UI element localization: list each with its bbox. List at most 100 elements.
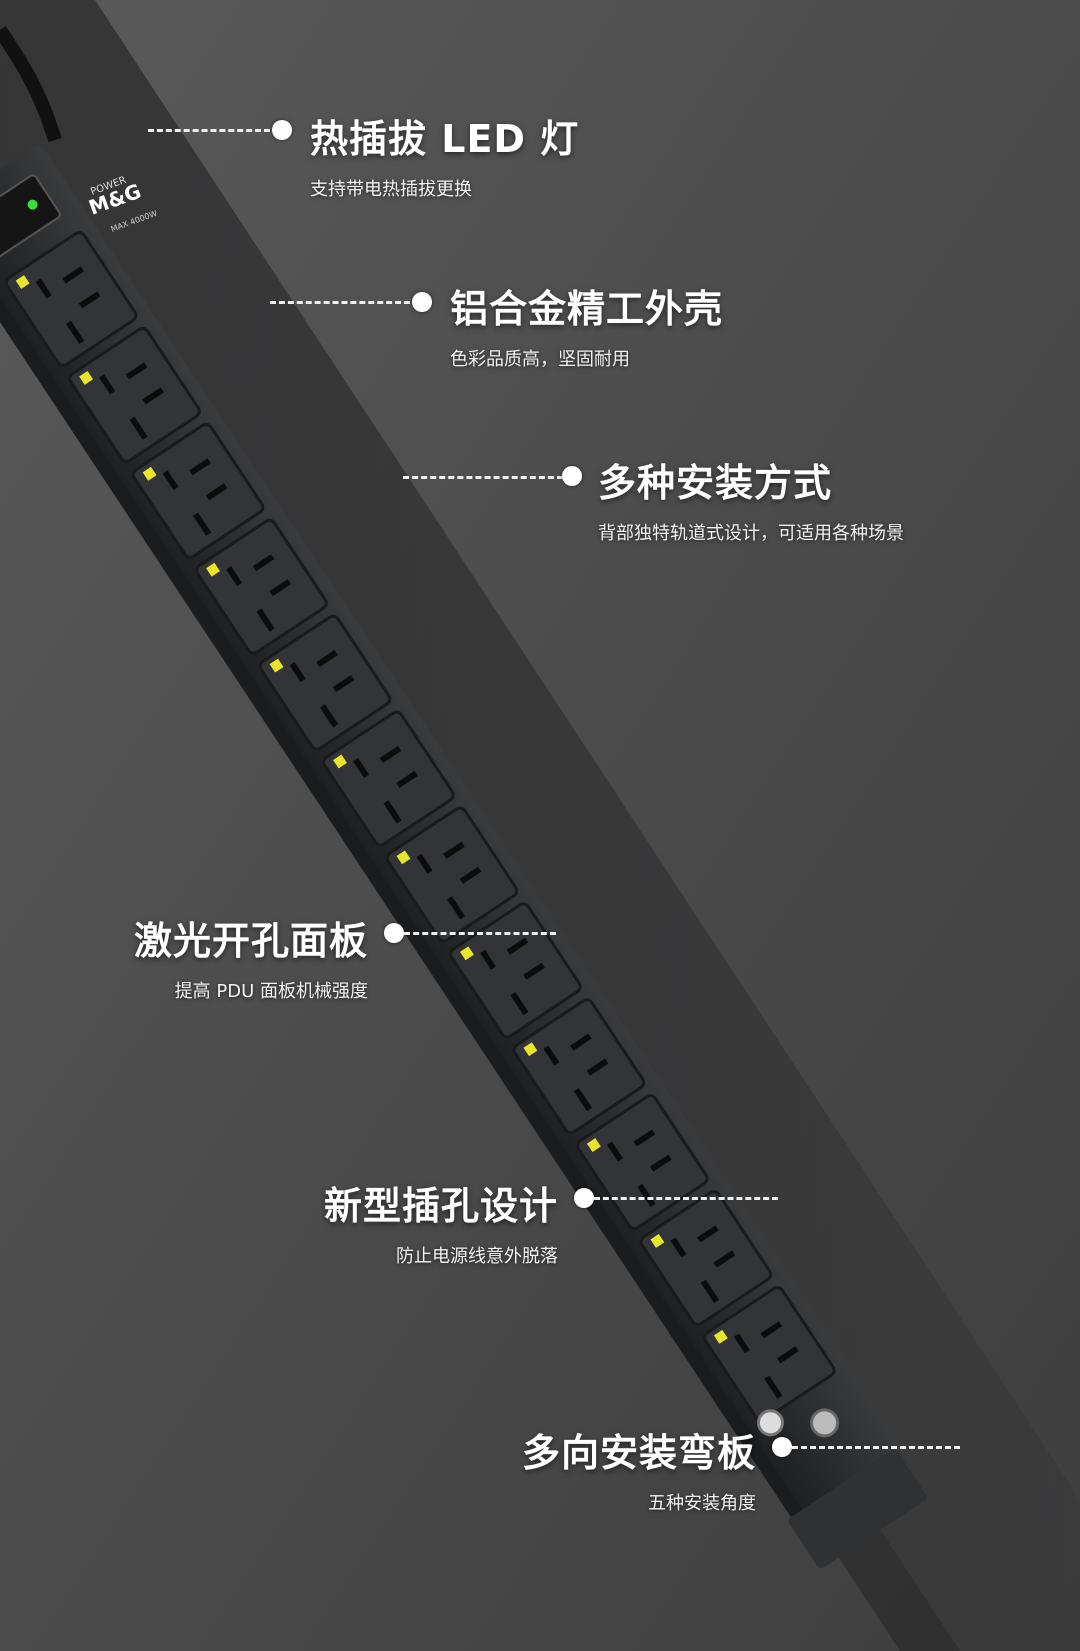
outlet-slot (510, 991, 529, 1016)
outlet-slot (459, 866, 482, 884)
leader-4 (404, 932, 556, 935)
outlet-slot (66, 320, 85, 345)
outlet-slot (670, 1237, 687, 1258)
outlet-slot (99, 374, 116, 395)
outlet-slot (523, 962, 545, 980)
outlet-marker-icon (396, 850, 411, 865)
outlet[interactable] (321, 710, 455, 848)
outlet[interactable] (68, 326, 202, 464)
callout-title: 多向安装弯板 (521, 1431, 756, 1475)
callout-subtitle: 色彩品质高，坚固耐用 (450, 349, 630, 370)
outlet-slot (697, 1225, 719, 1243)
ground-symbol-icon (756, 1409, 784, 1437)
outlet-slot (256, 608, 275, 632)
outlet-slot (319, 704, 339, 728)
outlet[interactable] (512, 997, 646, 1135)
callout-aluminum-shell: 铝合金精工外壳 色彩品质高，坚固耐用 (450, 278, 723, 371)
outlet-slot (650, 1154, 672, 1172)
callout-subtitle: 背部独特轨道式设计，可适用各种场景 (598, 523, 904, 544)
outlet-slot (189, 458, 211, 476)
outlet-slot (205, 483, 228, 501)
outlet[interactable] (131, 422, 265, 560)
callout-bracket: 多向安装弯板 五种安装角度 (522, 1422, 756, 1515)
leader-2 (270, 301, 410, 304)
leader-dot-3 (562, 466, 582, 486)
outlet-slot (446, 896, 466, 920)
outlet-slot (570, 1033, 592, 1051)
outlet-marker-icon (523, 1042, 538, 1057)
outlet[interactable] (448, 902, 582, 1040)
pdu-strip (0, 145, 927, 1569)
outlet-slot (226, 566, 243, 587)
callout-title: 多种安装方式 (598, 461, 833, 505)
outlet[interactable] (194, 518, 328, 656)
outlet-slot (606, 1141, 623, 1162)
outlet-slot (129, 416, 148, 440)
outlet-slot (633, 1129, 656, 1147)
outlet-slot (586, 1058, 609, 1076)
outlet-slot (700, 1279, 720, 1304)
leader-dot-6 (772, 1437, 792, 1457)
callout-title: 铝合金精工外壳 (450, 287, 724, 331)
outlet-slot (396, 770, 418, 789)
outlet[interactable] (4, 230, 138, 368)
outlet-slot (543, 1045, 560, 1066)
callout-subtitle: 提高 PDU 面板机械强度 (174, 981, 368, 1002)
outlet-slot (62, 266, 84, 284)
callout-title: 新型插孔设计 (323, 1184, 558, 1228)
callout-install-methods: 多种安装方式 背部独特轨道式设计，可适用各种场景 (598, 452, 904, 545)
outlet-slot (192, 512, 212, 536)
outlet-slot (637, 1183, 656, 1208)
callout-new-socket: 新型插孔设计 防止电源线意外脱落 (324, 1175, 558, 1268)
outlet-slot (125, 362, 148, 380)
outlet-slot (379, 745, 402, 764)
leader-dot-5 (574, 1188, 594, 1208)
outlet-group (4, 230, 836, 1423)
outlet-marker-icon (79, 370, 94, 385)
outlet[interactable] (385, 806, 519, 944)
outlet-slot (383, 800, 402, 824)
leader-3 (403, 476, 563, 479)
callout-title: 热插拔 LED 灯 (310, 117, 580, 161)
outlet-slot (142, 387, 164, 405)
outlet[interactable] (702, 1285, 836, 1423)
mounting-bracket (788, 1449, 927, 1569)
outlet-slot (35, 278, 52, 299)
outlet-slot (733, 1333, 750, 1354)
leader-dot-2 (412, 292, 432, 312)
outlet-marker-icon (713, 1329, 728, 1344)
power-switch[interactable] (0, 174, 61, 260)
leader-1 (148, 129, 270, 132)
outlet-slot (332, 674, 355, 693)
outlet-marker-icon (650, 1234, 665, 1248)
leader-5 (594, 1197, 778, 1200)
outlet-marker-icon (333, 754, 347, 769)
callout-laser-panel: 激光开孔面板 提高 PDU 面板机械强度 (134, 910, 368, 1003)
ground-screw-icon (810, 1408, 840, 1438)
callout-subtitle: 防止电源线意外脱落 (396, 1246, 558, 1267)
outlet-marker-icon (15, 275, 30, 289)
outlet-slot (269, 579, 291, 597)
outlet-slot (353, 757, 370, 778)
outlet-marker-icon (142, 466, 157, 481)
outlet-slot (760, 1321, 783, 1339)
outlet-slot (713, 1250, 736, 1268)
outlet-slot (506, 937, 529, 955)
leader-6 (792, 1446, 960, 1449)
outlet-slot (252, 554, 275, 572)
outlet[interactable] (575, 1093, 709, 1231)
callout-subtitle: 支持带电热插拔更换 (310, 179, 472, 200)
leader-dot-1 (272, 120, 292, 140)
outlet[interactable] (258, 614, 392, 752)
outlet-marker-icon (460, 946, 474, 961)
callout-title: 激光开孔面板 (133, 919, 368, 963)
outlet-slot (764, 1375, 783, 1399)
outlet[interactable] (639, 1189, 773, 1327)
outlet-slot (316, 649, 338, 668)
outlet-slot (78, 291, 101, 309)
outlet-slot (162, 470, 179, 491)
leader-dot-4 (384, 923, 404, 943)
outlet-slot (777, 1346, 799, 1364)
